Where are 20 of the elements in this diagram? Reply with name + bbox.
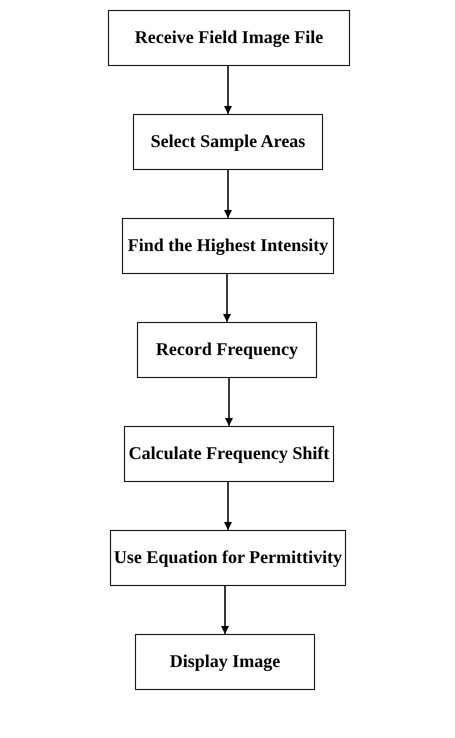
step-label: Use Equation for Permittivity — [114, 548, 342, 568]
process-box — [133, 114, 323, 170]
step-label: Find the Highest Intensity — [128, 236, 328, 256]
process-box — [122, 218, 334, 274]
arrow — [221, 586, 229, 634]
step-label: Record Frequency — [156, 340, 298, 360]
arrow — [225, 378, 233, 426]
process-box — [110, 530, 346, 586]
process-box — [135, 634, 315, 690]
step-label: Select Sample Areas — [150, 132, 306, 152]
arrow — [224, 170, 232, 218]
arrow — [224, 482, 232, 530]
process-box — [137, 322, 317, 378]
step-label: Calculate Frequency Shift — [128, 444, 330, 464]
process-box — [108, 10, 350, 66]
step-label: Display Image — [170, 652, 280, 672]
step-label: Receive Field Image File — [134, 28, 324, 48]
arrow — [223, 274, 231, 322]
arrow — [224, 66, 232, 114]
process-box — [124, 426, 334, 482]
